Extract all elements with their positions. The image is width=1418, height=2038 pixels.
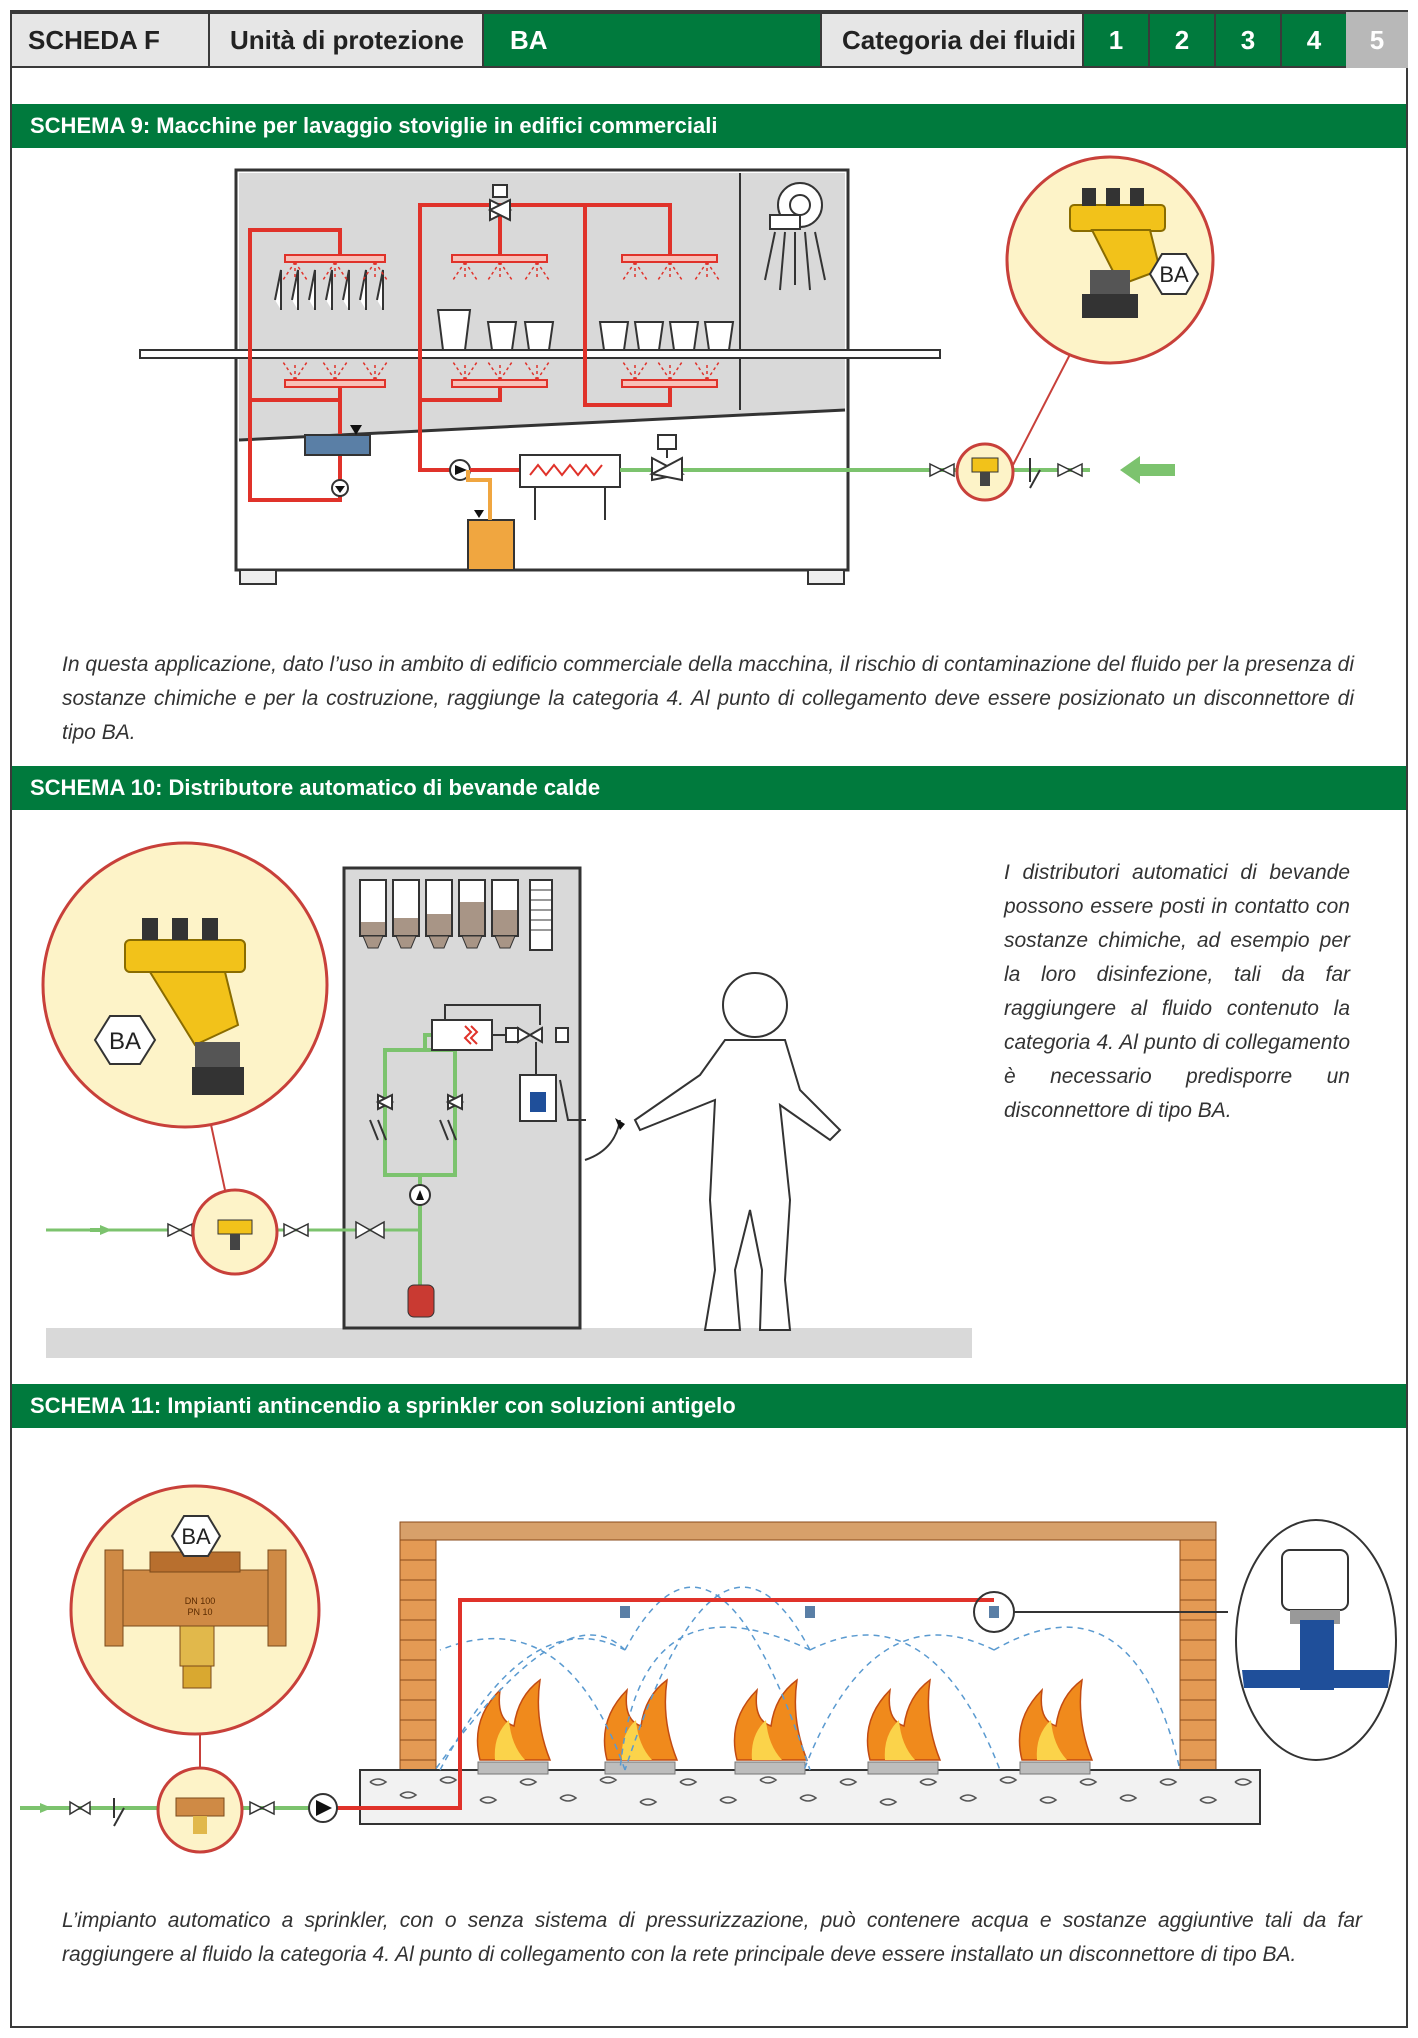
unit-value: BA [482, 12, 822, 68]
exhaust-fan-icon [764, 182, 826, 291]
person-icon [633, 972, 842, 1331]
schema9-text: In questa applicazione, dato l’uso in am… [62, 653, 1354, 744]
category-label: Categoria dei fluidi [820, 12, 1084, 68]
schema10-title: SCHEMA 10: Distributore automatico di be… [12, 766, 1406, 810]
schema10-diagram: BA [41, 841, 972, 1358]
category-5: 5 [1346, 12, 1408, 68]
ba-disconnector-icon [1069, 188, 1166, 318]
page-frame [10, 10, 1408, 2028]
fire-icon [476, 1678, 1094, 1775]
sprinkler-head-icon [1281, 1549, 1349, 1611]
valve-mark-dn: DN 100 [185, 1596, 216, 1606]
category-2: 2 [1148, 12, 1216, 68]
sheet-label: SCHEDA F [10, 12, 210, 68]
schema11-diagram: DN 100 PN 10 BA [20, 1484, 1397, 1854]
unit-label: Unità di protezione [208, 12, 484, 68]
flow-arrow-icon [1120, 456, 1175, 484]
inlet-valve-icon [649, 434, 685, 482]
category-1: 1 [1082, 12, 1150, 68]
schema10-text: I distributori automatici di bevande pos… [1004, 861, 1350, 1122]
schema9-title: SCHEMA 9: Macchine per lavaggio stovigli… [12, 104, 1406, 148]
schema11-title: SCHEMA 11: Impianti antincendio a sprink… [12, 1384, 1406, 1428]
category-3: 3 [1214, 12, 1282, 68]
schema9-diagram: BA [139, 155, 1215, 585]
solenoid-valve-icon [487, 184, 513, 222]
schema10-badge: BA [109, 1028, 141, 1055]
schema9-badge: BA [1159, 262, 1189, 287]
header-bar: SCHEDA F Unità di protezione BA Categori… [10, 12, 1408, 68]
valve-mark-pn: PN 10 [187, 1607, 212, 1617]
schema11-text: L’impianto automatico a sprinkler, con o… [62, 1909, 1362, 1966]
category-4: 4 [1280, 12, 1348, 68]
pump-icon [316, 1800, 332, 1816]
schema11-badge: BA [181, 1524, 211, 1549]
